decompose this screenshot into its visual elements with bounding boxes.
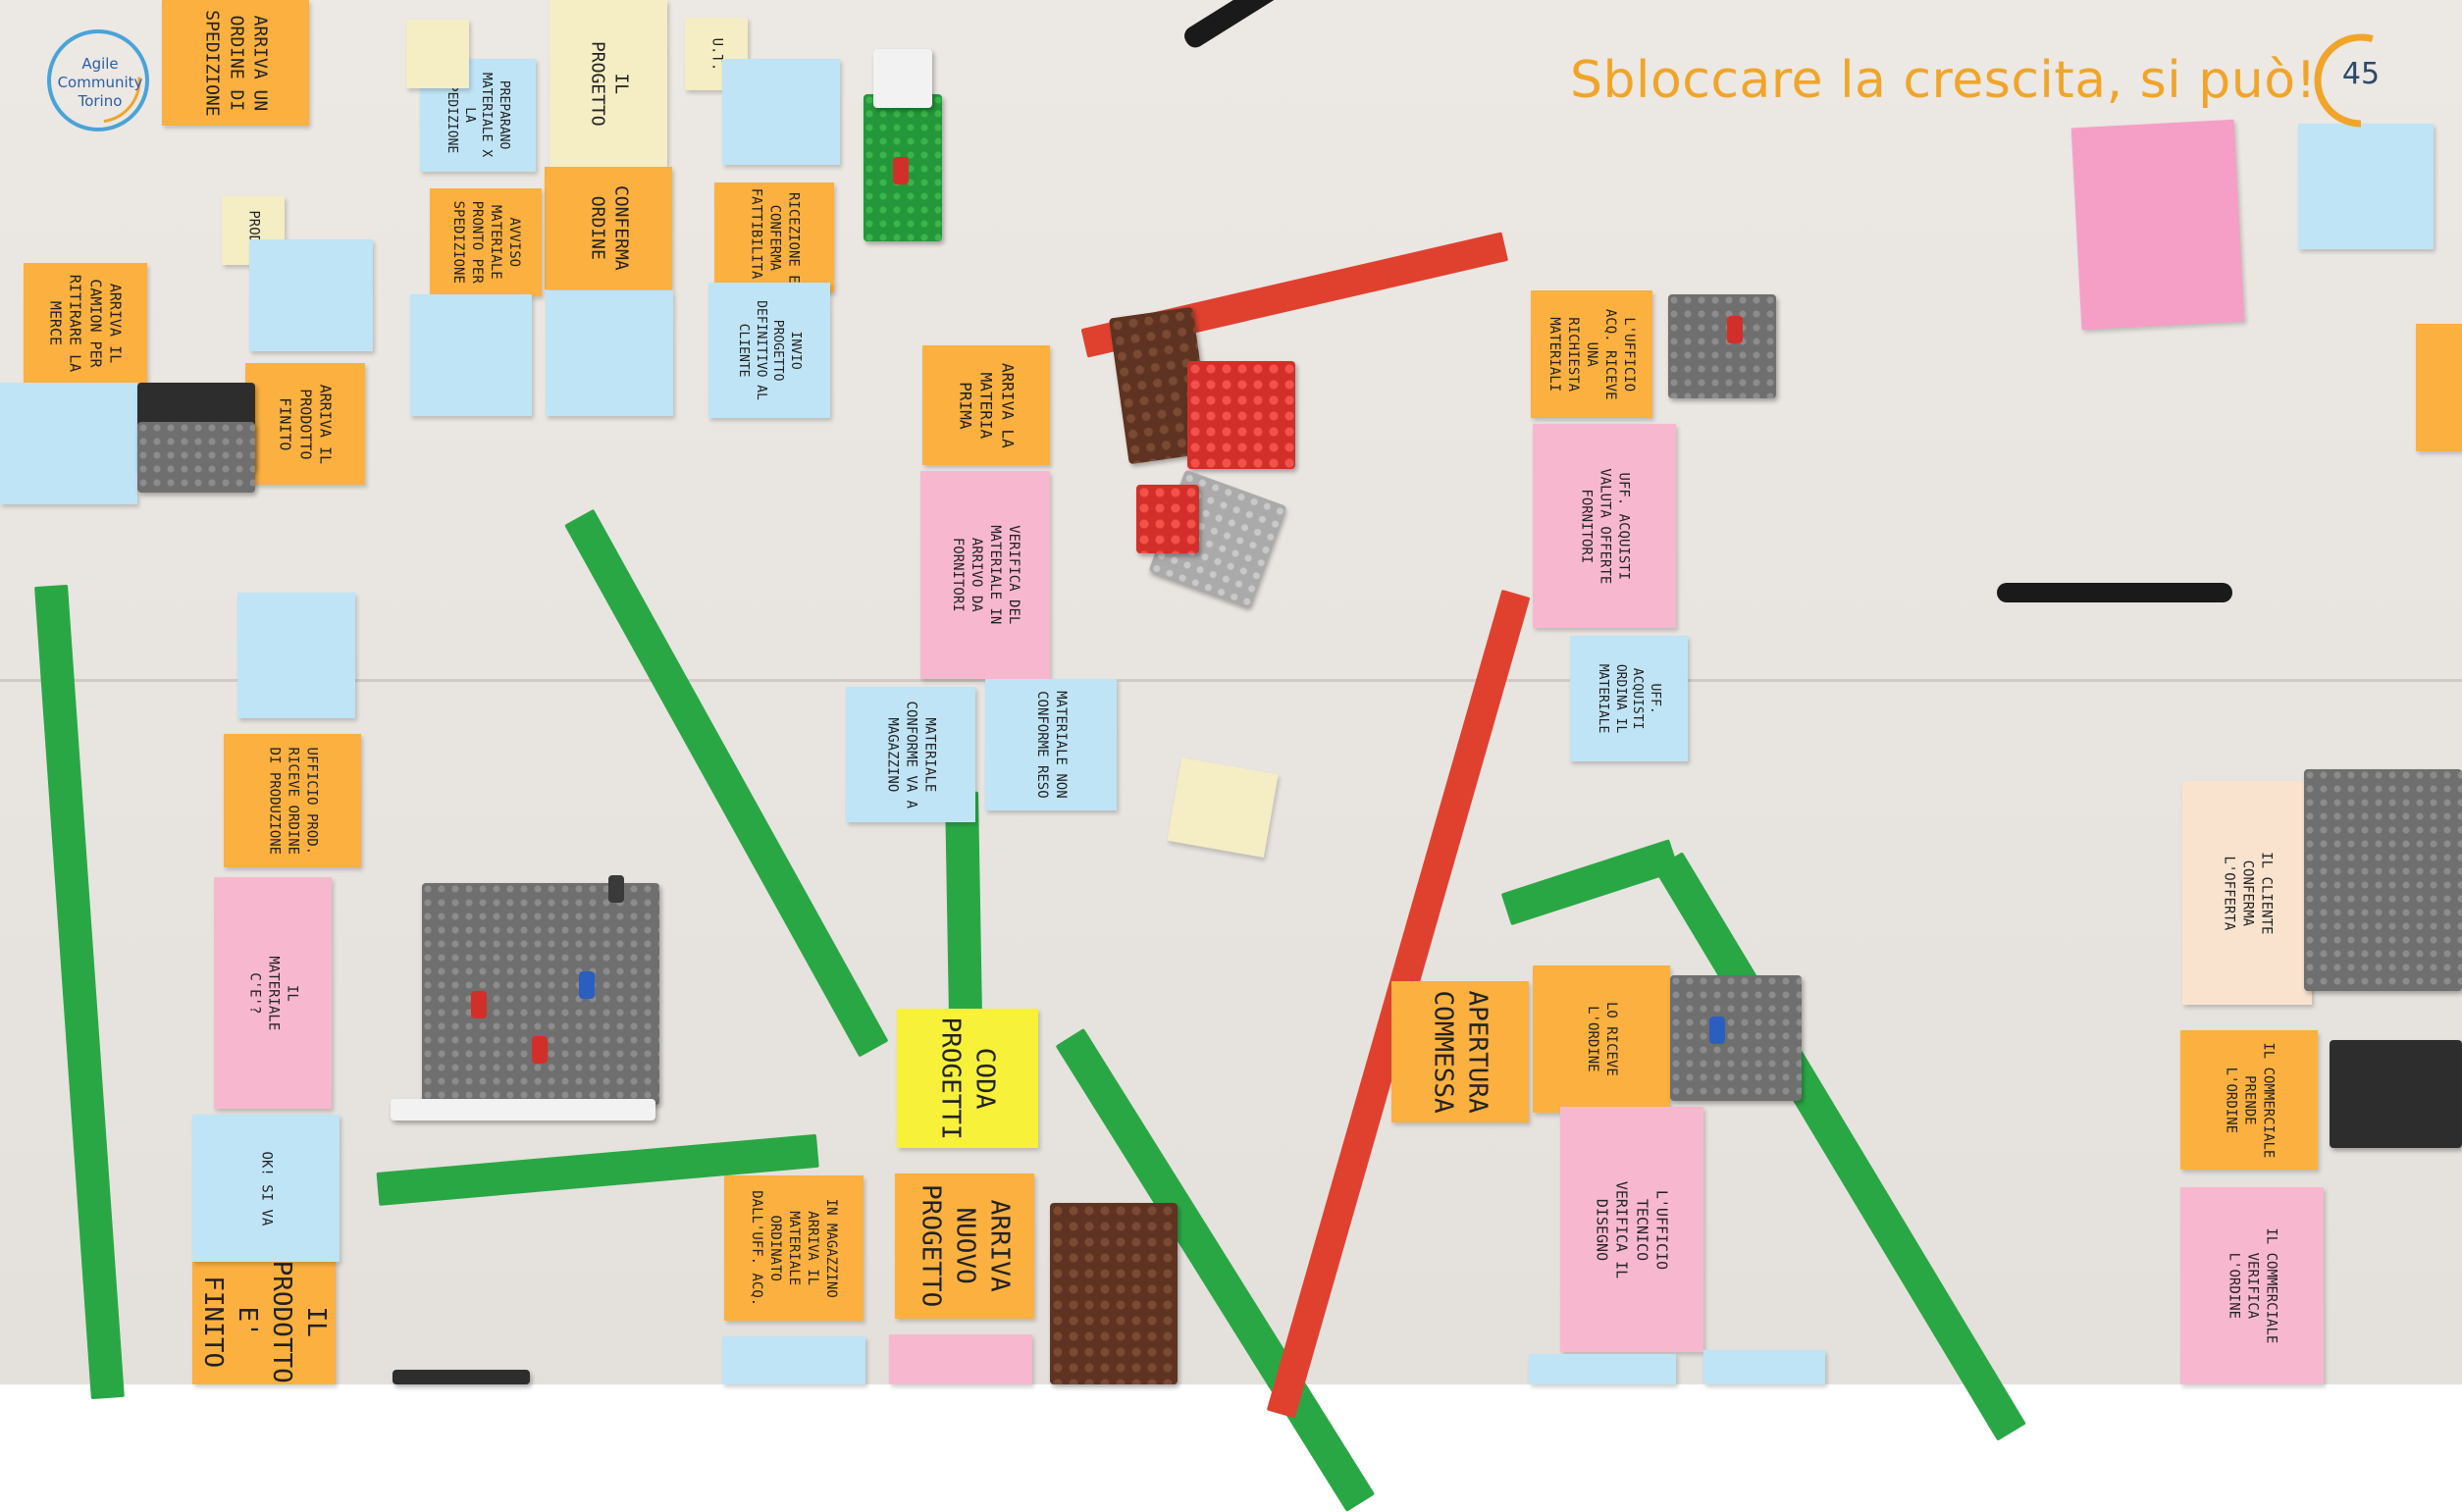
sticky-note: UFF. ACQUISTI ORDINA IL MATERIALE [1570, 636, 1688, 761]
sticky-note [237, 593, 355, 718]
sticky-note [722, 59, 840, 165]
sticky-note: IN MAGAZZINO ARRIVA IL MATERIALE ORDINAT… [724, 1175, 864, 1321]
lego-minifigure [1727, 316, 1743, 343]
slide-title: Sbloccare la crescita, si può! [1570, 51, 2317, 110]
marker-pen [1997, 583, 2232, 602]
sticky-note: ARRIVA LA MATERIA PRIMA [922, 345, 1050, 465]
page-number: 45 [2341, 57, 2381, 91]
sticky-note: L'UFFICIO ACQ. RICEVE UNA RICHIESTA MATE… [1531, 290, 1652, 418]
progress-ring-icon [2314, 33, 2408, 128]
sticky-note: IL CLIENTE CONFERMA L'OFFERTA [2182, 781, 2312, 1005]
sticky-note [1167, 756, 1279, 859]
sticky-note: OK! SI VA [192, 1115, 340, 1262]
lego-baseplate [2304, 769, 2462, 991]
lego-brick [391, 1099, 655, 1121]
sticky-note: RICEZIONE E CONFERMA FATTIBILITA' [714, 182, 834, 292]
sticky-note: LO RICEVE L'ORDINE [1533, 965, 1670, 1113]
sticky-note: INVIO PROGETTO DEFINITIVO AL CLIENTE [708, 283, 830, 418]
lego-minifigure [1709, 1017, 1725, 1044]
lego-baseplate [1670, 975, 1802, 1101]
sticky-note [2298, 124, 2434, 249]
sticky-note [722, 1336, 865, 1384]
sticky-note: IL COMMERCIALE PRENDE L'ORDINE [2180, 1030, 2318, 1170]
sticky-note: APERTURA COMMESSA [1391, 981, 1529, 1122]
lego-brick [393, 1370, 530, 1384]
green-tape-strip [34, 584, 125, 1400]
sticky-note: UFF. ACQUISTI VALUTA OFFERTE FORNITORI [1533, 424, 1676, 628]
sticky-note: ARRIVA IL CAMION PER RITIRARE LA MERCE [24, 263, 147, 383]
sticky-note: ARRIVA NUOVO PROGETTO [895, 1173, 1034, 1319]
sticky-note: CODA PROGETTI [897, 1009, 1038, 1148]
sticky-note [2416, 324, 2462, 451]
sticky-note: IL COMMERCIALE VERIFICA L'ORDINE [2180, 1187, 2324, 1384]
lego-baseplate [1668, 294, 1776, 398]
sticky-note: IL PROGETTO [550, 0, 667, 167]
agile-community-torino-logo [47, 29, 149, 131]
sticky-note [249, 239, 373, 351]
sticky-note: MATERIALE CONFORME VA A MAGAZZINO [846, 687, 975, 822]
logo-line: Agile [81, 55, 119, 73]
lego-brick [1136, 485, 1199, 553]
green-tape-strip [1500, 839, 1680, 926]
lego-minifigure [471, 991, 487, 1018]
sticky-note [1703, 1350, 1825, 1384]
sticky-note: ARRIVA IL PRODOTTO FINITO [245, 363, 365, 485]
sticky-note: ARRIVA UN ORDINE DI SPEDIZIONE [162, 0, 309, 126]
lego-minifigure [532, 1036, 548, 1064]
sticky-note: L'UFFICIO TECNICO VERIFICA IL DISEGNO [1560, 1107, 1703, 1352]
lego-truck [1050, 1203, 1178, 1384]
logo-line: Community [57, 74, 143, 91]
logo-line: Torino [78, 92, 123, 110]
lego-minifigure [608, 875, 624, 903]
sticky-note [546, 290, 673, 416]
logo-text: Agile Community Torino [43, 55, 157, 111]
sticky-note: VERIFICA DEL MATERIALE IN ARRIVO DA FORN… [920, 471, 1050, 679]
sticky-note: UFFICIO PROD. RICEVE ORDINE DI PRODUZION… [224, 734, 361, 867]
lego-brick [873, 49, 932, 108]
sticky-note [0, 383, 137, 504]
sticky-note [1529, 1354, 1676, 1384]
lego-forklift [1187, 361, 1295, 469]
sticky-note: IL MATERIALE C'E'? [214, 877, 332, 1109]
sticky-note [889, 1334, 1032, 1384]
lego-brick [2330, 1040, 2462, 1148]
lego-minifigure [893, 157, 909, 184]
table-seam [0, 679, 2462, 682]
sticky-note [406, 20, 469, 88]
marker-pen [1180, 0, 1292, 52]
sticky-note: MATERIALE NON CONFORME RESO [985, 679, 1117, 810]
lego-baseplate [422, 883, 659, 1105]
lego-baseplate [137, 422, 255, 493]
sticky-note: CONFERMA ORDINE [545, 167, 672, 289]
sticky-note: AVVISO MATERIALE PRONTO PER SPEDIZIONE [430, 188, 542, 296]
sticky-note [2070, 119, 2245, 331]
sticky-note: IL PRODOTTO E' FINITO [192, 1260, 336, 1384]
lego-minifigure [579, 971, 595, 999]
sticky-note [410, 294, 532, 416]
